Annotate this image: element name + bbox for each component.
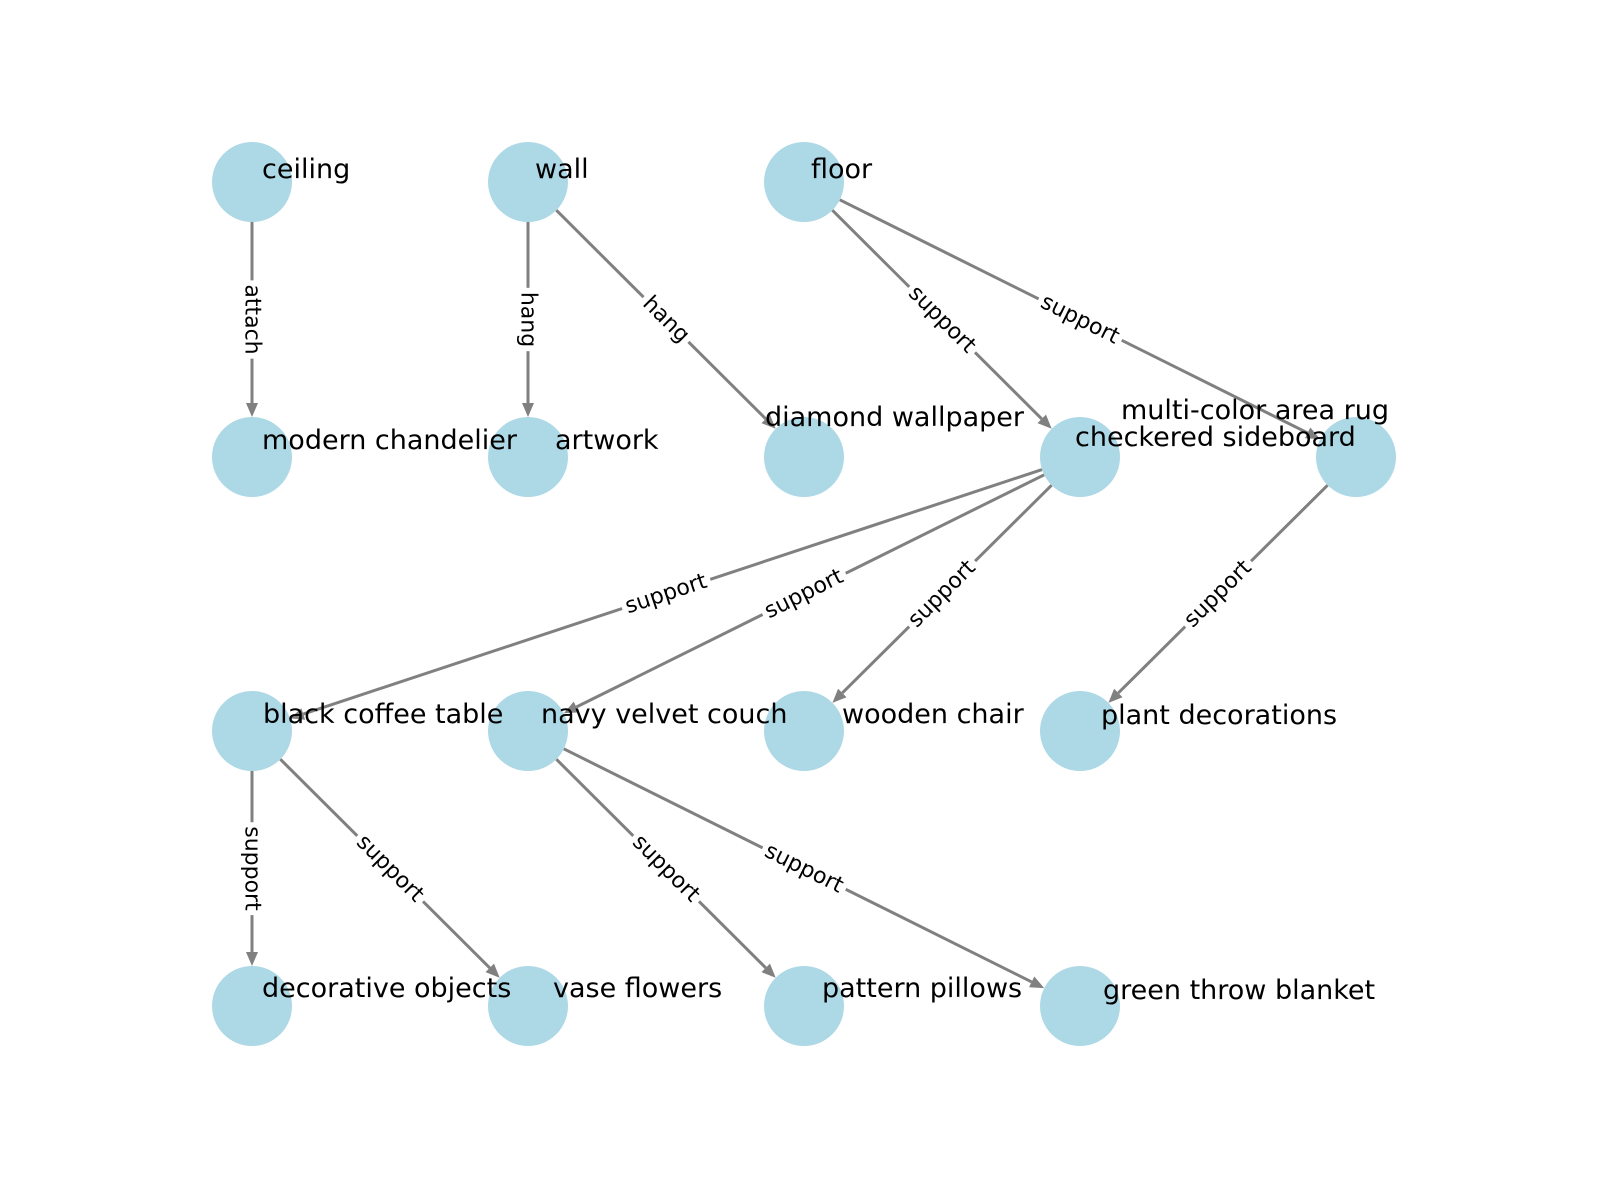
arrowhead-icon <box>1037 414 1052 429</box>
node-label: multi-color area rug <box>1121 395 1389 426</box>
arrowhead-icon <box>761 963 776 978</box>
node-label: floor <box>811 154 873 185</box>
edge-label-group: support <box>239 822 265 916</box>
arrowhead-icon <box>832 688 847 703</box>
edge-label: support <box>627 830 705 908</box>
edge-label: attach <box>240 284 265 354</box>
edge-label: hang <box>516 292 541 347</box>
edge-label-background <box>900 552 984 636</box>
node-label: ceiling <box>262 154 350 185</box>
node-modern-chandelier[interactable] <box>212 417 292 497</box>
edge-label-background <box>624 827 708 911</box>
node-pattern-pillows[interactable] <box>764 966 844 1046</box>
arrowhead-icon <box>485 963 500 978</box>
node-black-coffee-table[interactable] <box>212 691 292 771</box>
node-label: diamond wallpaper <box>765 402 1025 433</box>
node-artwork[interactable] <box>488 417 568 497</box>
arrowhead-icon <box>563 701 580 714</box>
arrowhead-icon <box>289 708 306 720</box>
node-ceiling[interactable] <box>212 142 292 222</box>
edge-label: support <box>351 830 429 908</box>
node-wall[interactable] <box>488 142 568 222</box>
arrowhead-icon <box>1304 427 1321 440</box>
node-green-throw-blanket[interactable] <box>1040 966 1120 1046</box>
edge-label: support <box>903 281 981 359</box>
edge-label: support <box>240 826 265 911</box>
edge-label-group: support <box>757 562 852 626</box>
edge-label: support <box>761 838 848 898</box>
edge-label-group: hang <box>515 287 541 352</box>
edge-label-group: support <box>618 567 715 621</box>
edge-label-background <box>515 287 541 352</box>
edge-label: support <box>761 564 848 624</box>
node-label: modern chandelier <box>262 425 518 456</box>
edge-label-group: support <box>900 552 984 636</box>
edge-label-background <box>757 836 852 901</box>
node-plant-decorations[interactable] <box>1040 691 1120 771</box>
edge-label-background <box>634 288 698 351</box>
node-label: plant decorations <box>1101 700 1337 731</box>
arrowhead-icon <box>1028 976 1045 989</box>
node-labels-layer: ceiling wall floor modern chandelier artwork… <box>262 154 1389 1006</box>
edge-label-background <box>900 278 984 362</box>
node-label: navy velvet couch <box>541 699 787 730</box>
edge-label-background <box>348 827 432 911</box>
edge-label: support <box>622 569 710 619</box>
edge-label: support <box>1037 289 1124 349</box>
edge-label-group: hang <box>634 288 698 351</box>
arrowhead-icon <box>246 952 258 966</box>
node-wooden-chair[interactable] <box>764 691 844 771</box>
node-label: artwork <box>555 425 659 456</box>
node-label: wooden chair <box>842 699 1025 730</box>
arrowhead-icon <box>522 403 534 417</box>
edge-label-background <box>1033 287 1128 352</box>
arrowhead-icon <box>761 414 776 429</box>
node-label: green throw blanket <box>1103 975 1375 1006</box>
node-decorative-objects[interactable] <box>212 966 292 1046</box>
edge-label-background <box>757 562 852 626</box>
edge-label-group: support <box>348 827 432 911</box>
edge-label-group: attach <box>239 280 265 359</box>
node-label: black coffee table <box>263 699 503 730</box>
node-navy-velvet-couch[interactable] <box>488 691 568 771</box>
edge-label-group: support <box>1176 552 1260 636</box>
node-floor[interactable] <box>764 142 844 222</box>
edge-label-background <box>239 822 265 916</box>
edge-label-group: support <box>1033 287 1128 352</box>
edge-label: support <box>903 555 981 633</box>
edge-label-group: support <box>900 278 984 362</box>
edge-label-background <box>1176 552 1260 636</box>
edge-labels-layer: attach hang hang support support support suppo… <box>239 278 1260 916</box>
node-multi-color-area-rug[interactable] <box>1316 417 1396 497</box>
node-diamond-wallpaper[interactable] <box>764 417 844 497</box>
edge-label-group: support <box>757 836 852 901</box>
node-label: decorative objects <box>262 973 511 1004</box>
node-label: pattern pillows <box>822 973 1022 1004</box>
edge-label-group: support <box>624 827 708 911</box>
node-vase-flowers[interactable] <box>488 966 568 1046</box>
edge-label: support <box>1179 555 1257 633</box>
node-label: checkered sideboard <box>1075 422 1356 453</box>
edge-label-background <box>239 280 265 359</box>
edge-label-background <box>618 567 715 621</box>
arrowhead-icon <box>1108 688 1123 703</box>
nodes-layer <box>212 142 1396 1046</box>
node-label: vase flowers <box>553 973 722 1004</box>
node-checkered-sideboard[interactable] <box>1040 417 1120 497</box>
arrowhead-icon <box>246 403 258 417</box>
node-label: wall <box>535 154 589 185</box>
